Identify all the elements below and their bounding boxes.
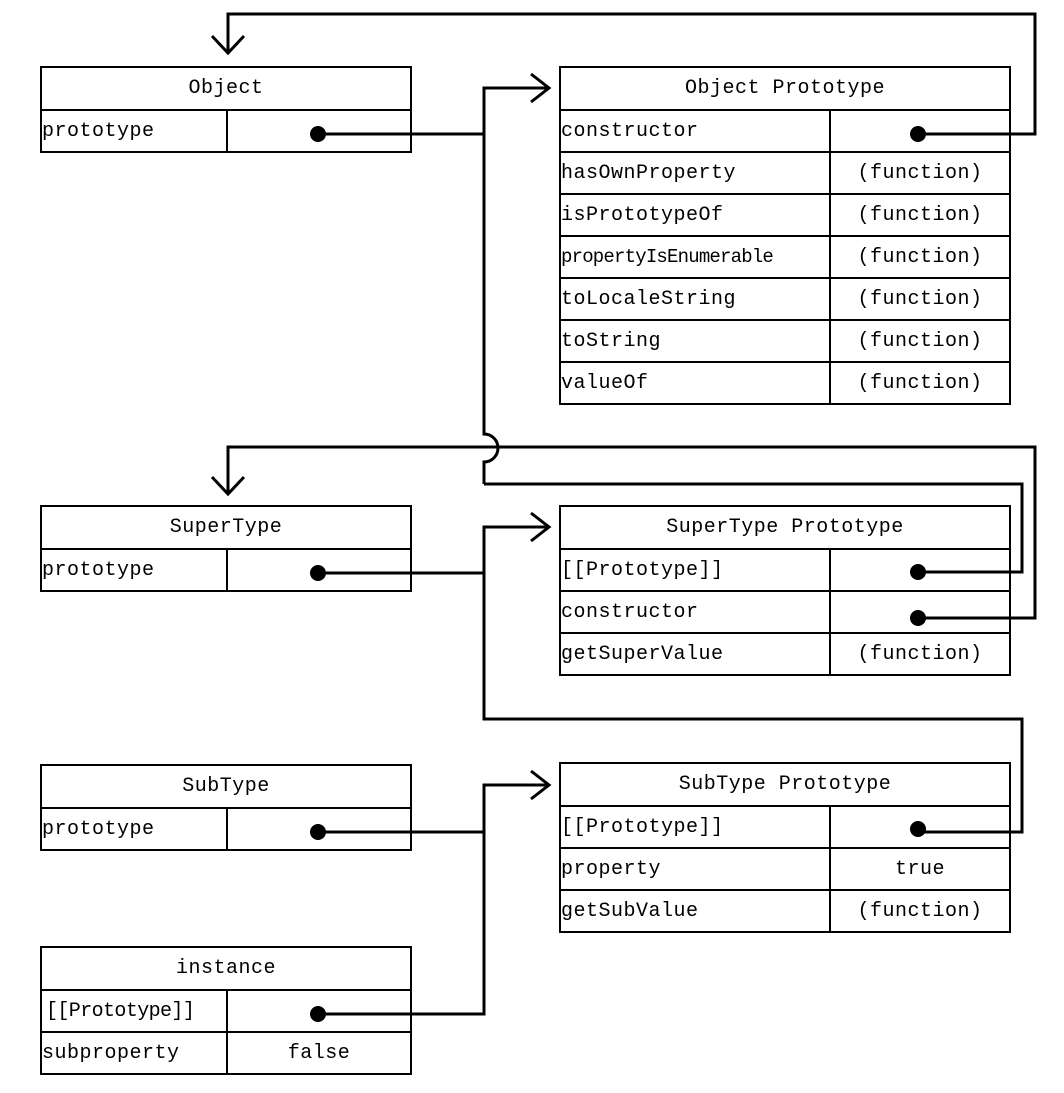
subtype-prototype-title: SubType Prototype xyxy=(558,762,1012,807)
edge-superproto-constructor-to-supertype xyxy=(226,445,1037,620)
object-title: Object xyxy=(39,66,413,111)
object-prototype-box: Object Prototype constructor hasOwnPrope… xyxy=(559,66,1011,405)
edge-subtype-prototype-to-subproto xyxy=(318,783,548,1016)
objproto-value: (function) xyxy=(829,319,1011,363)
subproto-key: getSubValue xyxy=(559,889,831,933)
table-row: valueOf (function) xyxy=(559,361,1011,405)
arrowhead-subproto xyxy=(530,769,552,801)
objproto-value: (function) xyxy=(829,235,1011,279)
supertype-prototype-title: SuperType Prototype xyxy=(558,505,1012,550)
edge-objproto-constructor-to-object xyxy=(226,12,1037,136)
subtype-prototype-key: prototype xyxy=(40,807,228,851)
arrowhead-objproto xyxy=(530,72,552,104)
objproto-value: (function) xyxy=(829,277,1011,321)
table-row: hasOwnProperty (function) xyxy=(559,151,1011,195)
table-row: getSubValue (function) xyxy=(559,889,1012,933)
pointer-dot-subtype-prototype xyxy=(310,824,326,840)
table-row: getSuperValue (function) xyxy=(559,632,1012,676)
superproto-value: (function) xyxy=(828,632,1012,676)
table-row: toString (function) xyxy=(559,319,1011,363)
instance-value: false xyxy=(225,1031,413,1075)
supertype-prototype-key: prototype xyxy=(40,548,228,592)
pointer-dot-objproto-constructor xyxy=(910,126,926,142)
superproto-key: constructor xyxy=(559,590,831,634)
subproto-value: (function) xyxy=(828,889,1012,933)
table-row: [[Prototype]] xyxy=(559,805,1012,849)
arrowhead-object xyxy=(210,34,246,56)
instance-key: subproperty xyxy=(40,1031,228,1075)
objproto-key: toLocaleString xyxy=(559,277,831,321)
edge-object-prototype-to-objproto xyxy=(318,86,548,484)
arrowhead-superproto xyxy=(530,511,552,543)
edge-superproto-proto-to-objproto xyxy=(484,482,1024,574)
subproto-value: true xyxy=(828,847,1012,891)
pointer-dot-supertype-prototype xyxy=(310,565,326,581)
table-row: propertyIsEnumerable (function) xyxy=(559,235,1011,279)
objproto-value: (function) xyxy=(829,151,1011,195)
subproto-key: property xyxy=(559,847,831,891)
table-row: toLocaleString (function) xyxy=(559,277,1011,321)
pointer-dot-subproto-proto xyxy=(910,821,926,837)
table-row: property true xyxy=(559,847,1012,891)
object-prototype-title: Object Prototype xyxy=(559,66,1011,111)
objproto-key: toString xyxy=(559,319,831,363)
objproto-value: (function) xyxy=(829,193,1011,237)
table-row: isPrototypeOf (function) xyxy=(559,193,1011,237)
supertype-box: SuperType prototype xyxy=(40,505,412,592)
object-prototype-key: prototype xyxy=(40,109,228,153)
subtype-box: SubType prototype xyxy=(39,764,413,851)
arrowhead-supertype xyxy=(210,475,246,497)
edge-supertype-prototype-to-superproto xyxy=(318,525,1024,834)
table-row: prototype xyxy=(40,807,413,851)
instance-key: [[Prototype]] xyxy=(40,989,228,1033)
objproto-key: isPrototypeOf xyxy=(559,193,831,237)
pointer-dot-instance-proto xyxy=(310,1006,326,1022)
instance-title: instance xyxy=(39,946,413,991)
table-row: prototype xyxy=(40,109,413,153)
subproto-key: [[Prototype]] xyxy=(559,805,831,849)
objproto-key: hasOwnProperty xyxy=(559,151,831,195)
superproto-key: getSuperValue xyxy=(559,632,831,676)
objproto-key: propertyIsEnumerable xyxy=(559,235,831,279)
table-row: subproperty false xyxy=(40,1031,413,1075)
superproto-key: [[Prototype]] xyxy=(559,548,831,592)
subtype-title: SubType xyxy=(39,764,413,809)
supertype-title: SuperType xyxy=(40,505,412,550)
pointer-dot-superproto-proto xyxy=(910,564,926,580)
pointer-dot-superproto-constructor xyxy=(910,610,926,626)
supertype-prototype-box: SuperType Prototype [[Prototype]] constr… xyxy=(558,505,1012,676)
instance-box: instance [[Prototype]] subproperty false xyxy=(39,946,413,1075)
objproto-value: (function) xyxy=(829,361,1011,405)
subtype-prototype-box: SubType Prototype [[Prototype]] property… xyxy=(558,762,1012,933)
object-box: Object prototype xyxy=(39,66,413,153)
pointer-dot-object-prototype xyxy=(310,126,326,142)
objproto-key: valueOf xyxy=(559,361,831,405)
objproto-key: constructor xyxy=(559,109,831,153)
